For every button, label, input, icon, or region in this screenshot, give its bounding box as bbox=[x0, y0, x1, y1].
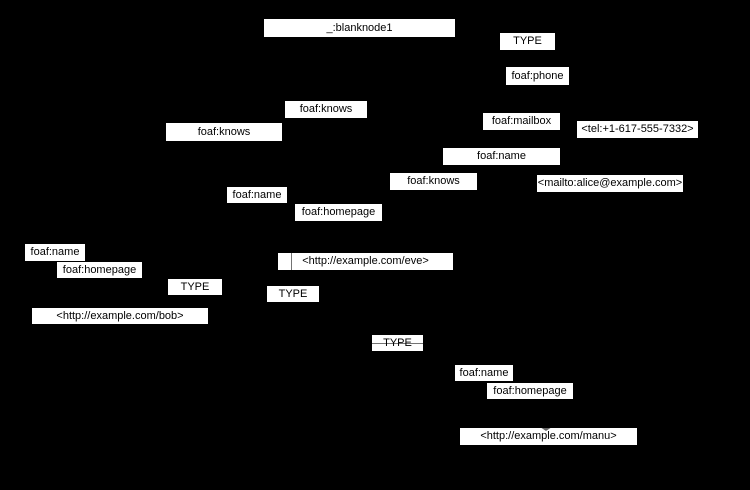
node-label-blanknode1: _:blanknode1 bbox=[264, 19, 455, 37]
edge-label-foaf-name-alice: foaf:name bbox=[443, 148, 560, 165]
node-label-mailto-alice: <mailto:alice@example.com> bbox=[537, 175, 683, 192]
edge-label-foaf-phone: foaf:phone bbox=[506, 67, 569, 85]
edge-line-fragment-type-eve bbox=[291, 281, 292, 286]
edge-label-foaf-knows-2: foaf:knows bbox=[166, 123, 282, 141]
node-label-bob: <http://example.com/bob> bbox=[32, 308, 208, 324]
node-label-tel: <tel:+1-617-555-7332> bbox=[577, 121, 698, 138]
edge-label-foaf-homepage-manu: foaf:homepage bbox=[487, 383, 573, 399]
edge-label-foaf-name-manu: foaf:name bbox=[455, 365, 513, 381]
edge-label-foaf-name-eve: foaf:name bbox=[227, 187, 287, 203]
edge-label-type-blanknode: TYPE bbox=[500, 33, 555, 50]
edge-label-type-eve: TYPE bbox=[267, 286, 319, 302]
edge-label-foaf-mailbox: foaf:mailbox bbox=[483, 113, 560, 130]
edge-label-foaf-name-bob: foaf:name bbox=[25, 244, 85, 261]
edge-label-foaf-homepage-bob: foaf:homepage bbox=[57, 262, 142, 278]
edge-label-foaf-knows-3: foaf:knows bbox=[390, 173, 477, 190]
edge-line-fragment-type-manu bbox=[350, 343, 430, 344]
node-label-manu: <http://example.com/manu> bbox=[460, 428, 637, 445]
arrowhead-icon-manu bbox=[540, 427, 552, 431]
edge-label-foaf-homepage-eve: foaf:homepage bbox=[295, 204, 382, 221]
edge-line-fragment-eve-box bbox=[291, 253, 292, 270]
edge-label-type-bob: TYPE bbox=[168, 279, 222, 295]
edge-label-foaf-knows-1: foaf:knows bbox=[285, 101, 367, 118]
node-label-eve: <http://example.com/eve> bbox=[278, 253, 453, 270]
